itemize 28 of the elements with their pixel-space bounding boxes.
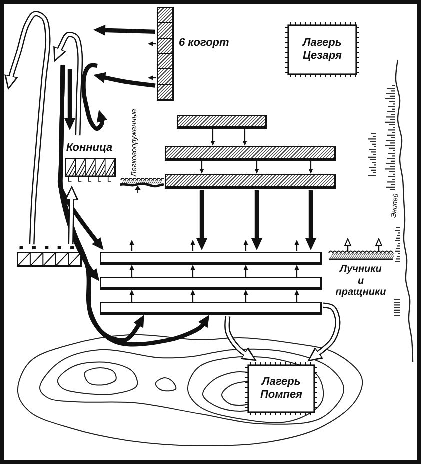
hollow-arrow: [4, 11, 51, 245]
arrow: [294, 290, 300, 302]
arrow: [242, 129, 248, 146]
camp-label: Лагерь Цезаря: [302, 37, 342, 63]
hollow-arrow: [308, 302, 341, 362]
unit-label: 6 когорт: [179, 37, 230, 50]
unit-label: Конница: [66, 142, 113, 155]
thick-arrow: [94, 72, 156, 88]
arrow: [308, 161, 314, 174]
arrow: [244, 290, 248, 302]
arrow: [294, 265, 300, 277]
arrow: [200, 161, 204, 174]
arrow: [190, 290, 196, 302]
arrow: [130, 265, 134, 277]
arrow: [190, 265, 196, 277]
arrow: [210, 129, 216, 146]
thick-arrow: [58, 65, 210, 347]
unit-label: Лучники и пращники: [336, 264, 386, 298]
hollow-arrow: [64, 186, 79, 245]
hollow-arrow: [224, 316, 257, 362]
arrow: [254, 161, 260, 174]
thick-arrow: [252, 190, 262, 250]
thick-arrow: [94, 24, 156, 36]
camp-label: Лагерь Помпея: [260, 376, 303, 402]
arrow: [130, 290, 134, 302]
thick-arrow: [196, 190, 208, 250]
arrow: [244, 265, 248, 277]
thick-arrow: [306, 190, 316, 250]
